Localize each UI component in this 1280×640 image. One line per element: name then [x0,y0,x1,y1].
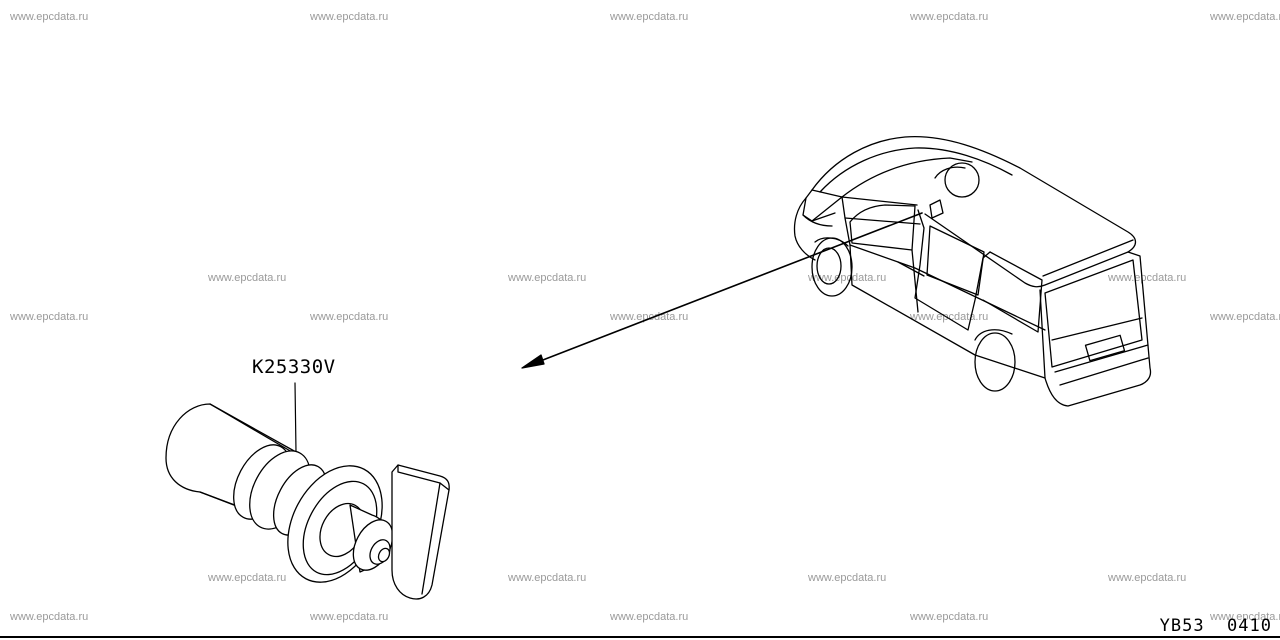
watermark: www.epcdata.ru [310,311,389,323]
watermark: www.epcdata.ru [1210,311,1280,323]
van-rear [1039,251,1152,407]
watermark: www.epcdata.ru [208,272,287,284]
watermark: www.epcdata.ru [310,11,389,23]
part-number-label: K25330V [252,356,336,378]
van-sliding-door [914,209,991,331]
callout-arrow [521,212,923,369]
van-side-body [841,196,1046,379]
watermark: www.epcdata.ru [610,611,689,623]
van-door-window [849,204,916,251]
van-illustration [793,135,1152,407]
bottom-border-line [0,636,1280,638]
watermark: www.epcdata.ru [10,311,89,323]
watermark: www.epcdata.ru [10,611,89,623]
part-leader-line [294,382,297,453]
watermark: www.epcdata.ru [310,611,389,623]
van-rear-wheel [974,332,1016,392]
watermark: www.epcdata.ru [10,11,89,23]
watermark: www.epcdata.ru [208,572,287,584]
van-front [793,197,816,261]
van-windshield [811,157,973,198]
watermark: www.epcdata.ru [910,311,989,323]
camera-location-marker [944,162,980,198]
camera-part-illustration [165,403,450,600]
watermark: www.epcdata.ru [1108,272,1187,284]
diagram-code: YB53 0410 [1159,616,1272,636]
watermark: www.epcdata.ru [808,272,887,284]
watermark: www.epcdata.ru [508,572,587,584]
watermark: www.epcdata.ru [610,311,689,323]
watermark: www.epcdata.ru [1210,11,1280,23]
van-roof [811,135,1137,288]
watermark: www.epcdata.ru [1108,572,1187,584]
van-front-wheel [811,237,853,297]
watermark: www.epcdata.ru [1210,611,1280,623]
watermark: www.epcdata.ru [808,572,887,584]
watermark: www.epcdata.ru [910,611,989,623]
watermark: www.epcdata.ru [610,11,689,23]
watermark: www.epcdata.ru [910,11,989,23]
mounting-bracket [391,464,450,600]
watermark: www.epcdata.ru [508,272,587,284]
